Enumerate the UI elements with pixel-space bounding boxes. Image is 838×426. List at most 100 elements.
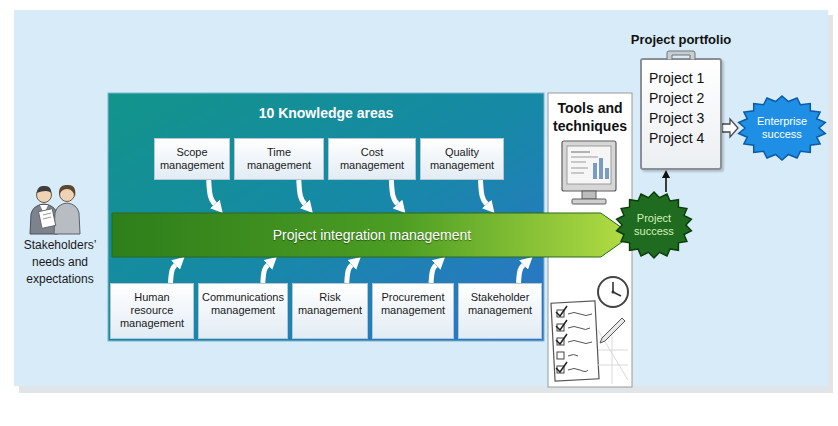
checklist-icon [557,366,564,373]
checklist-icon [568,327,590,330]
flow-arrow [391,180,397,204]
starburst-shape [617,192,692,258]
checklist-icon [568,313,592,316]
project-item: Project 3 [642,108,720,128]
checklist-icon [557,310,564,317]
checklist-icon [557,324,564,331]
checklist-icon [600,318,625,343]
stakeholder-people-icon [60,187,75,202]
box-label: Cost management [332,146,412,172]
knowledge-area-box: Communications management [198,283,288,339]
computer-monitor-icon [582,191,596,199]
portfolio-briefcase: Project portfolioProject 1Project 2Proje… [640,58,722,170]
stakeholder-people-icon [40,205,48,214]
knowledge-area-box: Risk management [292,283,368,339]
computer-monitor-icon [605,168,609,179]
computer-monitor-icon [571,157,598,158]
stakeholder-people-icon [37,188,52,203]
band-label: Project integration management [273,226,471,244]
panel-heading: 10 Knowledge areas [108,93,544,122]
knowledge-area-box: Procurement management [372,283,454,339]
stakeholder-people-icon [43,217,51,219]
integration-arrow-band: Project integration management [112,213,632,257]
knowledge-area-box: Scope management [154,138,230,180]
stakeholder-people-icon [38,209,55,229]
flow-arrow [263,265,268,283]
computer-monitor-icon [571,152,590,153]
success-starburst: Enterprise success [738,96,826,160]
knowledge-area-box: Time management [234,138,324,180]
checklist-icon [556,320,567,330]
starburst-shape [739,96,826,160]
starburst-label: Project success [626,212,682,238]
checklist-icon [598,330,628,380]
box-label: Risk management [296,291,364,317]
checklist-icon [556,334,567,344]
computer-monitor-icon [599,158,603,179]
checklist-icon [557,338,564,345]
stakeholder-people-icon [59,185,75,197]
background-ground [19,15,833,393]
band-arrow-shape [112,213,632,257]
checklist-icon [568,355,578,357]
computer-monitor-icon [571,162,586,163]
background-ground [14,10,833,393]
computer-monitor-icon [562,141,616,204]
checklist-icon [568,369,588,372]
computer-monitor-icon [572,199,606,204]
starburst-label: Enterprise success [749,115,814,141]
checklist-icon [556,362,567,372]
clock-icon [613,292,621,296]
stakeholder-label: Stakeholders’ needs and expectations [12,237,108,288]
checklist-icon [568,341,592,344]
tools-panel: Tools and techniques [548,93,632,387]
stakeholder-people-icon [43,213,51,215]
flow-arrow [431,265,436,283]
clock-icon [598,277,628,307]
flow-arrow [665,178,667,192]
box-label: Stakeholder management [462,291,538,317]
box-label: Quality management [424,146,500,172]
project-item: Project 4 [642,128,720,148]
checklist-icon [598,365,628,366]
project-item: Project 1 [642,68,720,88]
clock-icon [598,277,628,307]
computer-monitor-icon [562,141,616,191]
box-label: Scope management [158,146,226,172]
flow-arrow [722,119,738,137]
stakeholder-people-icon [30,204,58,234]
stakeholder-people-icon [37,186,52,193]
flow-arrow [299,180,305,204]
project-item: Project 2 [642,88,720,108]
success-starburst: Project success [616,192,692,258]
computer-monitor-icon [571,168,588,169]
knowledge-area-box: Cost management [328,138,416,180]
computer-monitor-icon [593,163,597,179]
computer-monitor-icon [567,146,611,184]
stakeholder-people-icon [54,203,80,234]
flow-arrow [518,265,523,283]
knowledge-area-box: Quality management [420,138,504,180]
box-label: Communications management [202,291,284,317]
clock-icon [612,282,614,292]
flow-arrow [209,180,215,204]
flow-arrow [347,265,352,283]
briefcase-handle [665,50,697,60]
clock-icon [612,291,615,294]
box-label: Procurement management [376,291,450,317]
background-ground [14,10,828,386]
briefcase-handle [667,51,695,60]
computer-monitor-icon [571,173,584,174]
flow-arrow [480,180,486,204]
checklist-icon [551,301,599,381]
checklist-icon [612,335,613,384]
panel-heading: Tools and techniques [548,93,632,135]
knowledge-area-box: Stakeholder management [458,283,542,339]
checklist-icon [557,352,564,359]
checklist-icon [551,301,628,384]
portfolio-heading: Project portfolio [611,32,751,48]
knowledge-area-box: Human resource management [110,283,194,339]
box-label: Human resource management [114,291,190,330]
checklist-icon [598,350,628,351]
checklist-icon [556,306,567,316]
